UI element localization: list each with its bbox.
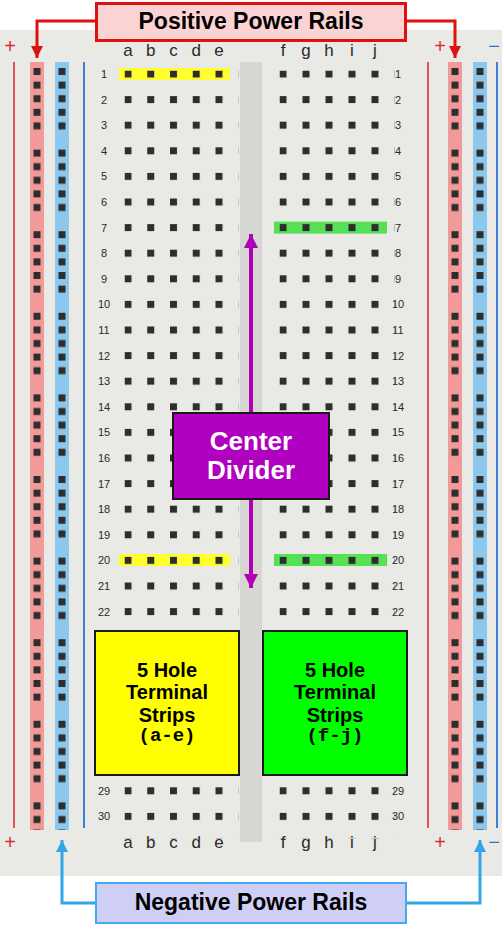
column-letter: d [192,834,201,851]
row-number: 17 [98,478,110,489]
column-letter: g [301,834,310,851]
row-number: 14 [98,401,110,412]
row-number: 13 [392,376,404,387]
pointer-arrow [407,21,455,58]
column-letter: c [169,834,178,851]
divider-arrow [249,234,253,588]
row-number: 11 [392,325,403,336]
row-number: 7 [101,222,107,233]
row-number: 3 [395,120,401,131]
row-number: 15 [98,427,110,438]
polarity-sign: − [488,832,500,852]
row-number: 12 [98,350,110,361]
polarity-sign: + [4,36,16,56]
row-number: 6 [395,197,401,208]
column-letter: e [214,42,223,59]
pointer-arrow [62,840,95,903]
row-number: 9 [101,273,107,284]
callout-box: Positive Power Rails [95,2,407,42]
rail-holes [0,68,502,830]
row-number: 15 [392,427,404,438]
column-letter: i [350,42,354,59]
row-number: 9 [395,273,401,284]
row-number: 2 [395,94,401,105]
row-number: 2 [101,94,107,105]
board-body [0,30,502,876]
row-number: 22 [392,606,404,617]
row-number: 19 [98,529,110,540]
row-number: 21 [392,581,404,592]
row-number: 29 [392,785,404,796]
row-number: 20 [98,555,110,566]
column-letter: c [169,42,178,59]
row-number: 22 [98,606,110,617]
row-number: 16 [98,453,110,464]
row-number: 5 [101,171,107,182]
column-letter: f [281,834,286,851]
row-number: 18 [98,504,110,515]
row-number: 30 [98,811,110,822]
row-number: 16 [392,453,404,464]
row-number: 21 [98,581,110,592]
polarity-sign: − [488,36,500,56]
callout-title: Center Divider [186,427,316,485]
column-letter: e [214,834,223,851]
callout-title: Positive Power Rails [139,9,364,35]
row-number: 4 [395,145,401,156]
row-number: 7 [395,222,401,233]
row-number: 5 [395,171,401,182]
row-number: 29 [98,785,110,796]
column-letter: b [146,834,155,851]
callout-title: Negative Power Rails [135,890,368,916]
row-number: 11 [98,325,109,336]
row-number: 1 [395,69,401,80]
callout-title: 5 Hole Terminal Strips [112,659,222,726]
row-number: 14 [392,401,404,412]
column-letter: j [373,42,377,59]
column-letter: a [123,834,132,851]
row-number: 30 [392,811,404,822]
polarity-sign: + [434,832,446,852]
column-letter: a [123,42,132,59]
row-number: 10 [98,299,110,310]
column-letter: j [373,834,377,851]
callout-box: Negative Power Rails [95,882,407,924]
row-number: 13 [98,376,110,387]
row-number: 12 [392,350,404,361]
column-letter: b [146,42,155,59]
column-letter: h [324,42,333,59]
row-number: 8 [101,248,107,259]
row-number: 3 [101,120,107,131]
column-letter: f [281,42,286,59]
row-number: 6 [101,197,107,208]
callout-box: 5 Hole Terminal Strips(a-e) [94,630,240,776]
row-number: 1 [101,69,107,80]
column-letter: h [324,834,333,851]
callout-box: 5 Hole Terminal Strips(f-j) [262,630,408,776]
polarity-sign: + [4,832,16,852]
column-letter: g [301,42,310,59]
pointer-arrow [37,21,95,58]
column-letter: d [192,42,201,59]
row-number: 18 [392,504,404,515]
callout-range: (a-e) [138,726,195,747]
row-number: 19 [392,529,404,540]
callout-title: 5 Hole Terminal Strips [280,659,390,726]
row-number: 8 [395,248,401,259]
polarity-sign: + [434,36,446,56]
callout-box: Center Divider [172,412,330,500]
row-number: 10 [392,299,404,310]
row-number: 17 [392,478,404,489]
callout-range: (f-j) [306,726,363,747]
column-letter: i [350,834,354,851]
row-number: 20 [392,555,404,566]
row-number: 4 [101,145,107,156]
